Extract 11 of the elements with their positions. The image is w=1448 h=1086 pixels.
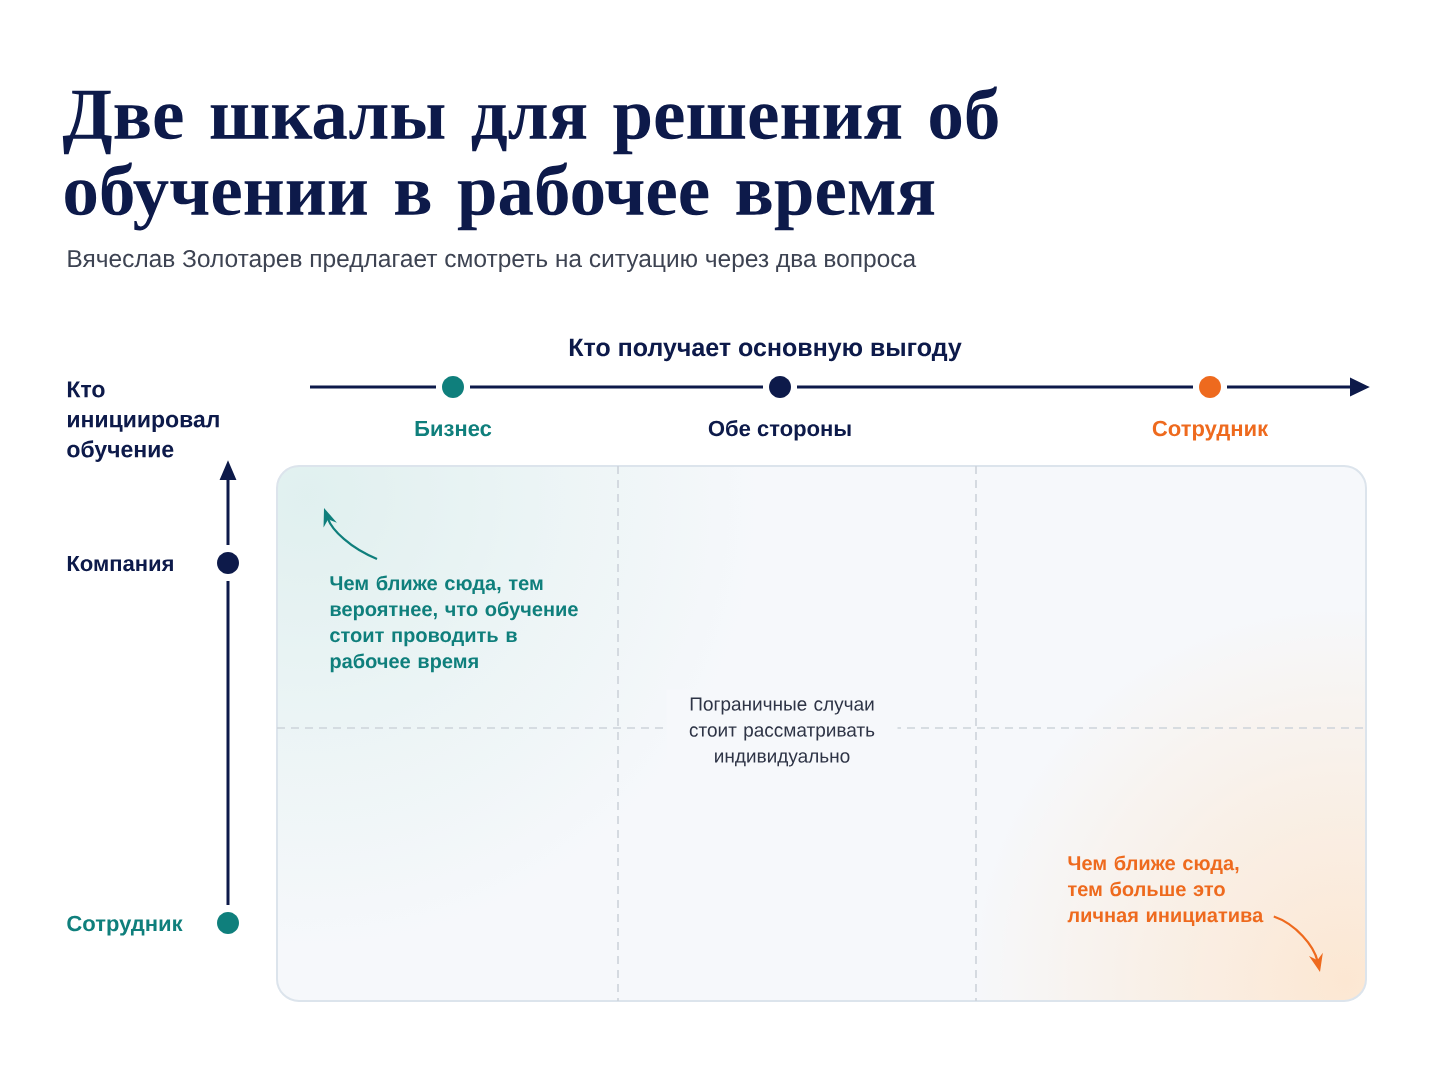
axis-title: Кто инициировал обучение [67, 381, 219, 462]
axis-label: Сотрудник [67, 915, 183, 936]
title: Две шкалы для решения об обучении в рабочее время [62, 86, 998, 231]
callout-text: Чем ближе сюда, тем вероятнее, что обучение стоит проводить в рабочее время [330, 575, 578, 673]
axis-label: Компания [67, 555, 173, 572]
axis-label: Бизнес [415, 420, 492, 437]
axis-label: Обе стороны [708, 419, 851, 441]
axis-label: Сотрудник [1152, 420, 1269, 441]
axis-title: Кто получает основную выгоду [569, 338, 962, 362]
subtitle: Вячеслав Золотарев предлагает смотреть на ситуацию через два вопроса [68, 249, 917, 273]
callout-text: Чем ближе сюда, тем больше это личная инициатива [1067, 855, 1264, 927]
